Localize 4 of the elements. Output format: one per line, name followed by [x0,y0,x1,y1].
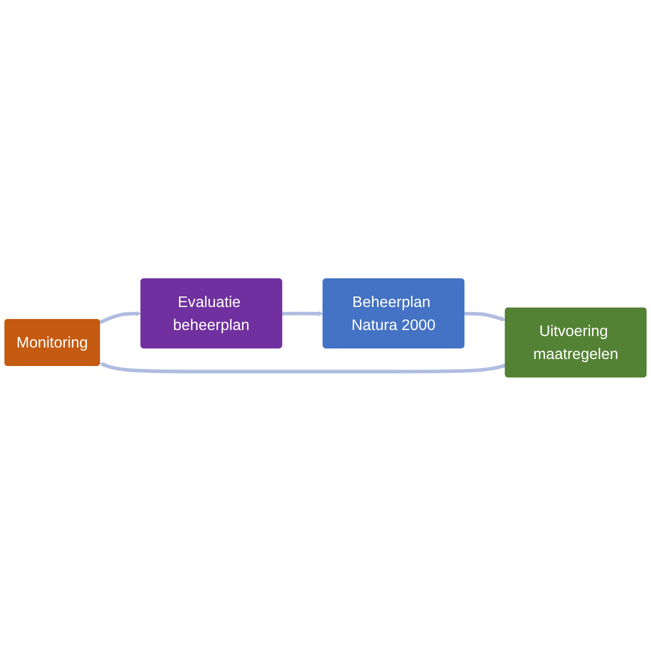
arrow [99,310,142,324]
arrow [464,311,506,321]
arrow [100,362,506,373]
arrow [282,310,324,316]
